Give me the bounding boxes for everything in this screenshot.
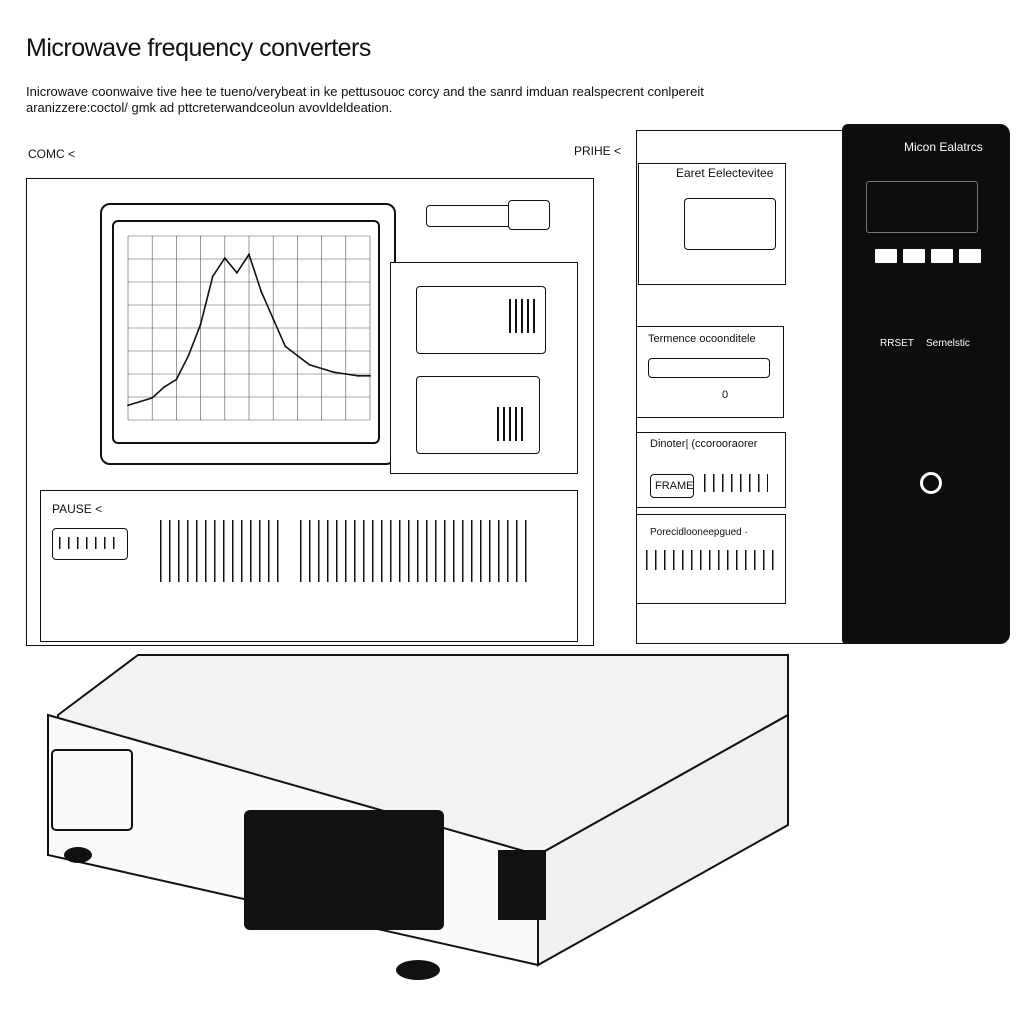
waveform-point (272, 317, 275, 320)
waveform-point (151, 397, 154, 399)
waveform-point (163, 385, 166, 388)
waveform-point (284, 345, 287, 348)
port-connector[interactable] (52, 528, 128, 560)
waveform-point (187, 354, 190, 357)
brand-label: Micon Ealatrcs (904, 140, 983, 154)
earet-label: Earet Eelectevitee (676, 166, 774, 180)
waveform-point (260, 290, 262, 293)
waveform-point (139, 400, 141, 403)
pin-row-icon (59, 537, 119, 549)
waveform-point (199, 323, 202, 326)
tower-button-3[interactable] (930, 248, 954, 264)
waveform-chart (127, 235, 371, 421)
readout-module-1 (416, 286, 546, 354)
waveform-point (236, 271, 238, 274)
secondary-label: Sernelstic (926, 338, 970, 349)
waveform-point (127, 404, 129, 407)
waveform-point (296, 354, 299, 357)
comc-label[interactable]: COMC < (28, 147, 76, 161)
vent-icon (509, 299, 535, 333)
waveform-point (223, 257, 226, 259)
tower-button-2[interactable] (902, 248, 926, 264)
power-button[interactable] (920, 472, 942, 494)
pause-label[interactable]: PAUSE < (52, 502, 103, 516)
termence-label: Termence ocoonditele (648, 333, 756, 345)
waveform-point (320, 367, 323, 370)
tower-display (866, 181, 978, 233)
segment-meter (704, 474, 768, 492)
prihe-label[interactable]: PRIHE < (574, 144, 622, 158)
waveform-point (369, 374, 371, 377)
termence-slider[interactable] (648, 358, 770, 378)
tower-button-1[interactable] (874, 248, 898, 264)
waveform-point (344, 373, 347, 375)
tower-button-4[interactable] (958, 248, 982, 264)
waveform-point (175, 378, 178, 381)
dip-switch-bank-2[interactable] (300, 520, 534, 582)
frame-button-label: FRAME (655, 480, 694, 492)
waveform-point (211, 275, 214, 278)
waveform-point (357, 374, 359, 377)
waveform-point (308, 363, 311, 366)
readout-module-2 (416, 376, 540, 454)
tower-computer (842, 124, 1010, 644)
handle-control[interactable] (426, 205, 514, 227)
slider-value: 0 (722, 389, 729, 401)
converter-device (46, 654, 789, 980)
waveform-point (332, 371, 335, 374)
dinoter-label: Dinoter| (ccorooraorer (650, 438, 758, 450)
vent-icon (497, 407, 523, 441)
reset-label: RRSET (880, 338, 914, 349)
page-description: Inicrowave coonwaive tive hee te tueno/v… (26, 84, 704, 115)
dip-switch-bank-1[interactable] (160, 520, 282, 582)
handle-end (508, 200, 550, 230)
indicator-row (646, 550, 778, 570)
oscilloscope-screen (112, 220, 380, 444)
waveform-point (248, 253, 250, 256)
page-title: Microwave frequency converters (26, 34, 371, 62)
earet-slot[interactable] (684, 198, 776, 250)
frame-button[interactable]: FRAME (650, 474, 694, 498)
porecidon-label: Porecidlooneepgued · (650, 527, 748, 538)
